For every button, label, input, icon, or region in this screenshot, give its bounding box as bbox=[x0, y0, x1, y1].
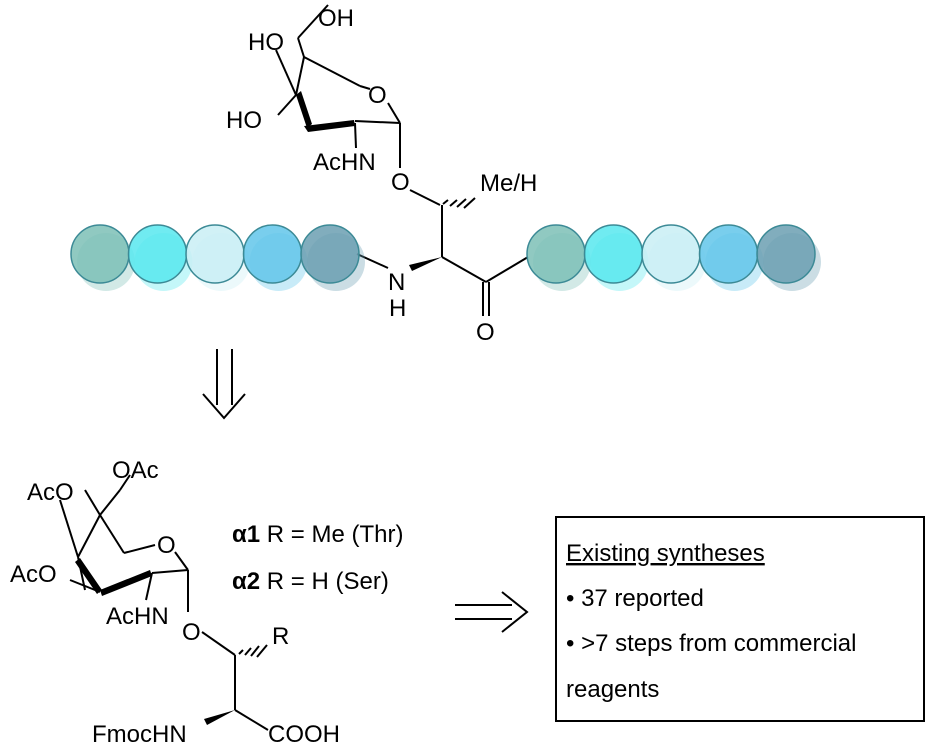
bottom-hashed-bond bbox=[238, 644, 268, 658]
bottom-bold-bond-2 bbox=[100, 570, 152, 596]
right-bead-5 bbox=[756, 224, 816, 284]
box-line-1: • 37 reported bbox=[566, 585, 704, 612]
oac-label: OAc bbox=[112, 457, 159, 484]
peptide-beads-left bbox=[70, 224, 365, 291]
compound-2-alpha: α bbox=[232, 568, 247, 595]
bottom-bold-bond-1 bbox=[75, 558, 102, 594]
nh-h-label: H bbox=[389, 295, 406, 322]
top-hashed-bond bbox=[442, 197, 476, 209]
peptide-beads-right bbox=[526, 224, 821, 291]
compound-2-label: α2 R = H (Ser) bbox=[232, 568, 389, 595]
top-wedge-bond bbox=[409, 257, 442, 271]
aco-lower-label: AcO bbox=[10, 561, 57, 588]
left-bead-4 bbox=[242, 224, 303, 284]
box-heading: Existing syntheses bbox=[566, 540, 765, 567]
carbonyl-o-label: O bbox=[476, 319, 495, 346]
right-bead-1 bbox=[526, 224, 586, 284]
right-bead-3 bbox=[641, 224, 701, 284]
left-bead-1 bbox=[70, 224, 130, 284]
top-achn-label: AcHN bbox=[313, 149, 376, 176]
left-bead-3 bbox=[185, 224, 245, 284]
left-bead-2 bbox=[127, 224, 188, 284]
bottom-achn-label: AcHN bbox=[106, 603, 169, 630]
top-glyco-o-label: O bbox=[391, 169, 410, 196]
compound-1-desc: R = Me (Thr) bbox=[260, 521, 403, 548]
bottom-side-bonds bbox=[59, 499, 269, 731]
box-line-3: reagents bbox=[566, 676, 659, 703]
existing-syntheses-box bbox=[555, 516, 925, 722]
r-label: R bbox=[272, 623, 289, 650]
fmochn-label: FmocHN bbox=[92, 721, 187, 748]
retro-arrow-down bbox=[202, 349, 246, 420]
compound-1-number: 1 bbox=[247, 521, 260, 548]
compound-1-alpha: α bbox=[232, 521, 247, 548]
cooh-label: COOH bbox=[268, 721, 340, 748]
bottom-glyco-o-label: O bbox=[182, 619, 201, 646]
top-ring-o-label: O bbox=[368, 82, 387, 109]
compound-1-label: α1 R = Me (Thr) bbox=[232, 521, 403, 548]
compound-2-number: 2 bbox=[247, 568, 260, 595]
ho-upper-label: HO bbox=[248, 29, 284, 56]
top-sugar-ring bbox=[275, 4, 441, 206]
left-bead-5 bbox=[300, 224, 360, 284]
ho-lower-label: HO bbox=[226, 107, 262, 134]
bottom-ring-o-label: O bbox=[157, 532, 176, 559]
retro-arrow-right bbox=[455, 591, 529, 633]
bottom-wedge-bond bbox=[204, 710, 235, 725]
oh-label: OH bbox=[318, 5, 354, 32]
right-bead-4 bbox=[698, 224, 759, 284]
nh-n-label: N bbox=[388, 269, 405, 296]
me-h-label: Me/H bbox=[480, 170, 537, 197]
top-backbone bbox=[356, 205, 529, 316]
box-line-2: • >7 steps from commercial bbox=[566, 630, 856, 657]
compound-2-desc: R = H (Ser) bbox=[260, 568, 389, 595]
right-bead-2 bbox=[583, 224, 644, 284]
aco-upper-label: AcO bbox=[27, 479, 74, 506]
